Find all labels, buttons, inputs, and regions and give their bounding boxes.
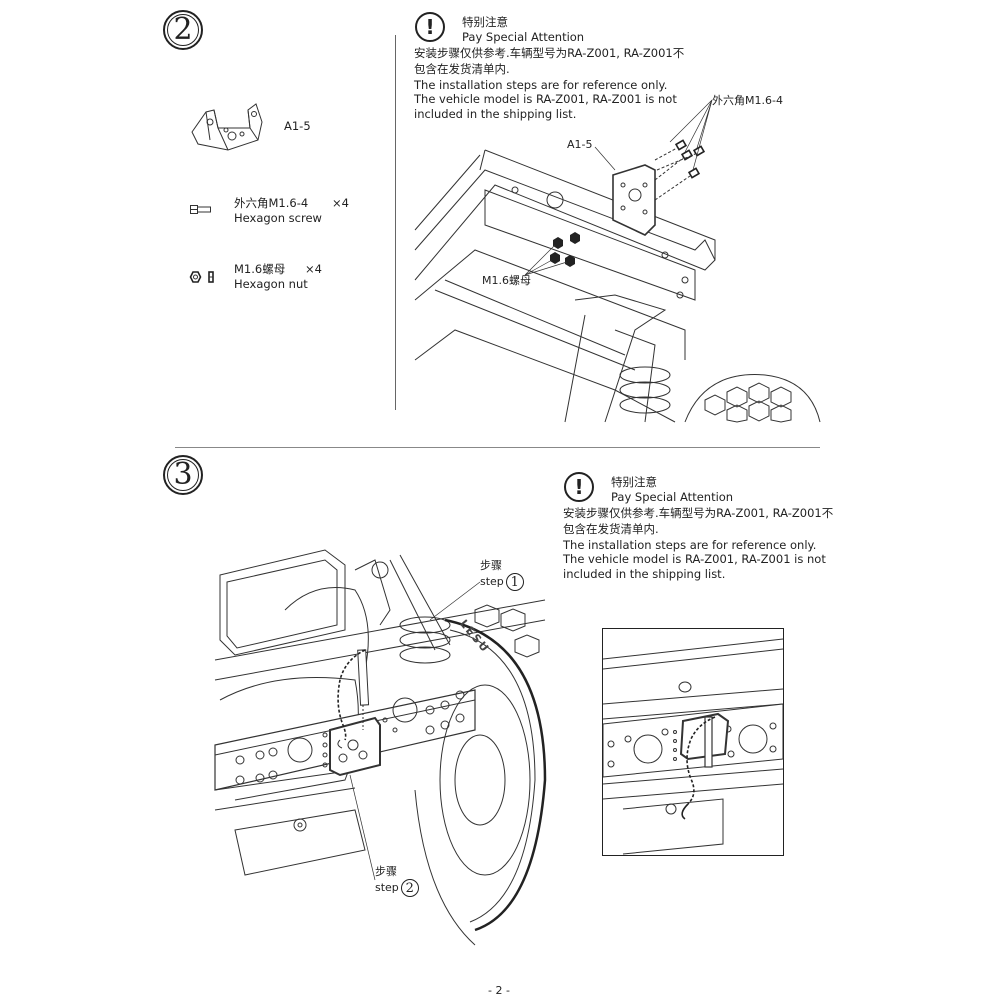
installed-hitch-detail-illustration (603, 638, 783, 855)
part-sublabel-nut: Hexagon nut (234, 277, 308, 291)
step2-callout-en: step (375, 881, 399, 894)
attention-icon: ! (564, 472, 594, 502)
page-number: - 2 - (488, 984, 510, 997)
step2-callout-cn: 步骤 (375, 865, 397, 878)
hexagon-screw-icon (190, 205, 211, 214)
hitch-installation-illustration (214, 549, 547, 946)
step2-circle: 2 (400, 879, 419, 897)
part-label-screw: 外六角M1.6-4 (234, 196, 309, 210)
attention-line-cn-1: 安装步骤仅供参考.车辆型号为RA-Z001, RA-Z001不 (563, 506, 834, 520)
attention-line-en-3: included in the shipping list. (563, 567, 726, 581)
step-number-text: 3 (173, 457, 193, 492)
step1-circle: 1 (505, 573, 524, 591)
attention-line-cn-1: 安装步骤仅供参考.车辆型号为RA-Z001, RA-Z001不 (414, 46, 685, 60)
attention-line-en-1: The installation steps are for reference… (563, 538, 817, 552)
callout-nut: M1.6螺母 (482, 274, 531, 287)
attention-line-cn-2: 包含在发货清单内. (414, 62, 510, 76)
section-divider (175, 447, 820, 448)
chassis-installation-illustration (414, 99, 821, 423)
attention-icon: ! (415, 12, 445, 42)
callout-screw: 外六角M1.6-4 (712, 94, 783, 107)
attention-title-cn: 特别注意 (462, 15, 508, 29)
callout-bracket: A1-5 (567, 138, 593, 151)
step-number-3: 3 (163, 455, 203, 495)
attention-line-en-3: included in the shipping list. (414, 107, 577, 121)
part-label-a1-5: A1-5 (284, 119, 311, 133)
part-qty-screw: ×4 (332, 196, 349, 210)
divider-vertical (395, 35, 396, 410)
attention-title-en: Pay Special Attention (462, 30, 585, 44)
part-label-nut: M1.6螺母 (234, 262, 286, 276)
bracket-a1-5-icon (191, 103, 263, 151)
attention-line-en-2: The vehicle model is RA-Z001, RA-Z001 is… (563, 552, 826, 566)
part-qty-nut: ×4 (305, 262, 322, 276)
detail-inset-frame (602, 628, 784, 856)
attention-title-en: Pay Special Attention (611, 490, 734, 504)
part-sublabel-screw: Hexagon screw (234, 211, 322, 225)
attention-line-en-2: The vehicle model is RA-Z001, RA-Z001 is… (414, 92, 677, 106)
step1-callout-en: step (480, 575, 504, 588)
attention-line-cn-2: 包含在发货清单内. (563, 522, 659, 536)
hexagon-nut-icon (189, 271, 214, 283)
step-number-2: 2 (163, 10, 203, 50)
attention-title-cn: 特别注意 (611, 475, 657, 489)
step-number-text: 2 (173, 12, 193, 47)
attention-line-en-1: The installation steps are for reference… (414, 78, 668, 92)
step1-callout-cn: 步骤 (480, 559, 502, 572)
